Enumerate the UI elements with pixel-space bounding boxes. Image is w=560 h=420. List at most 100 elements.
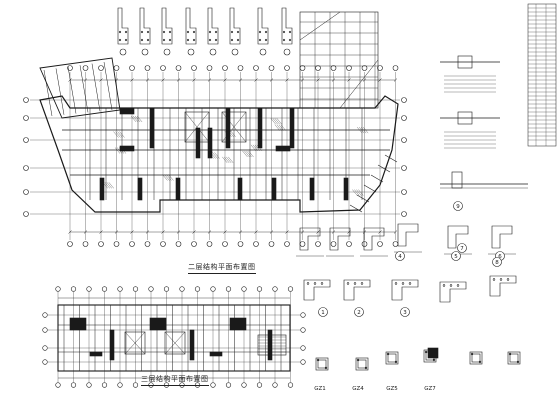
section-marker [354,307,364,317]
axis-bubble [101,382,108,388]
slab-hatch [252,144,259,151]
axis-bubble [315,65,321,71]
slab-hatch [132,115,139,123]
shear-wall [149,317,167,331]
axis-bubble [346,241,352,247]
shear-wall [99,177,105,201]
axis-bubble [55,286,61,292]
dimension-tick [176,230,181,234]
axis-bubble [101,286,108,292]
axis-bubble [401,115,407,121]
section-marker [492,257,502,267]
dimension-tick [207,78,212,82]
axis-bubble [210,286,216,292]
axis-bubble [23,165,29,171]
dimension-tick [130,230,134,234]
rebar-dot [192,30,196,34]
rebar-dot [432,358,436,362]
title-block [527,3,557,147]
tie-inner [387,353,397,363]
axis-bubble [144,241,151,247]
column-section [185,7,197,45]
axis-bubble [82,241,89,247]
axis-bubble [179,286,185,292]
rebar-dot [470,352,474,356]
rebar-dot [146,38,150,42]
rebar-dot [192,38,196,42]
section-marker [453,201,463,211]
detail-section [299,227,321,251]
tie-inner [509,353,519,363]
dimension-tick [300,230,305,234]
axis-bubble [377,65,383,71]
axis-bubble [401,137,407,143]
dimension-tick [223,78,227,82]
rebar-dot [306,282,310,285]
wing-beam [43,69,53,117]
axis-bubble [272,382,278,388]
section-marker-label: 3 [403,310,407,316]
detail-marker-label: GZ4 [352,386,364,392]
slab-hatch [356,189,362,196]
dimension-tick [285,78,289,82]
axis-bubble [299,65,306,71]
detail-marker-label: GZ5 [386,386,398,392]
slab-hatch [278,124,284,131]
rebar-dot [264,38,268,42]
core-cross [164,331,186,355]
axis-bubble [401,211,407,217]
shear-wall [275,145,291,152]
dimension-tick [238,78,243,82]
axis-bubble [86,382,92,388]
rebar-dot [288,38,292,42]
axis-bubble [23,97,29,103]
shear-wall [137,177,143,201]
section-bubble [163,48,171,56]
axis-bubble [284,65,290,71]
section-bubble [231,48,239,56]
axis-bubble [129,65,135,71]
slab-hatch [244,150,250,158]
column-section [117,7,129,45]
rebar-dot [394,282,398,285]
slab-hatch [118,147,125,154]
rebar-dot [401,282,405,285]
dimension-tick [99,78,103,82]
detail-section [439,281,467,303]
slab-hatch [104,182,110,189]
section-marker-label: 4 [398,254,402,260]
dimension-tick [114,230,119,234]
rebar-dot [258,30,262,34]
rebar-dot [324,366,328,370]
axis-bubble [132,286,139,292]
slab-hatch [162,174,168,181]
detail-section [457,111,473,125]
slab-hatch [276,124,282,131]
dimension-tick [316,78,320,82]
dimension-tick [99,230,103,234]
rebar-dot [208,38,212,42]
slab-hatch [272,118,278,125]
section-marker [400,307,410,317]
dimension-tick [300,78,305,82]
detail-marker-label: GZ7 [424,386,436,392]
shear-wall [207,127,213,159]
axis-bubble [222,241,228,247]
detail-section [397,223,419,247]
core-cross [124,331,146,355]
column-section [281,7,293,45]
tie-inner [357,359,367,369]
axis-bubble [346,65,352,71]
wing-beam [103,61,113,111]
dimension-tick [316,230,320,234]
axis-bubble [42,312,48,318]
dimension-tick [269,78,274,82]
axis-bubble [86,286,92,292]
dimension-tick [145,230,150,234]
slab-hatch [214,152,220,159]
slab-hatch [120,147,127,154]
axis-bubble [55,382,61,388]
rebar-dot [208,30,212,34]
axis-bubble [253,65,259,71]
section-bubble [119,48,127,56]
